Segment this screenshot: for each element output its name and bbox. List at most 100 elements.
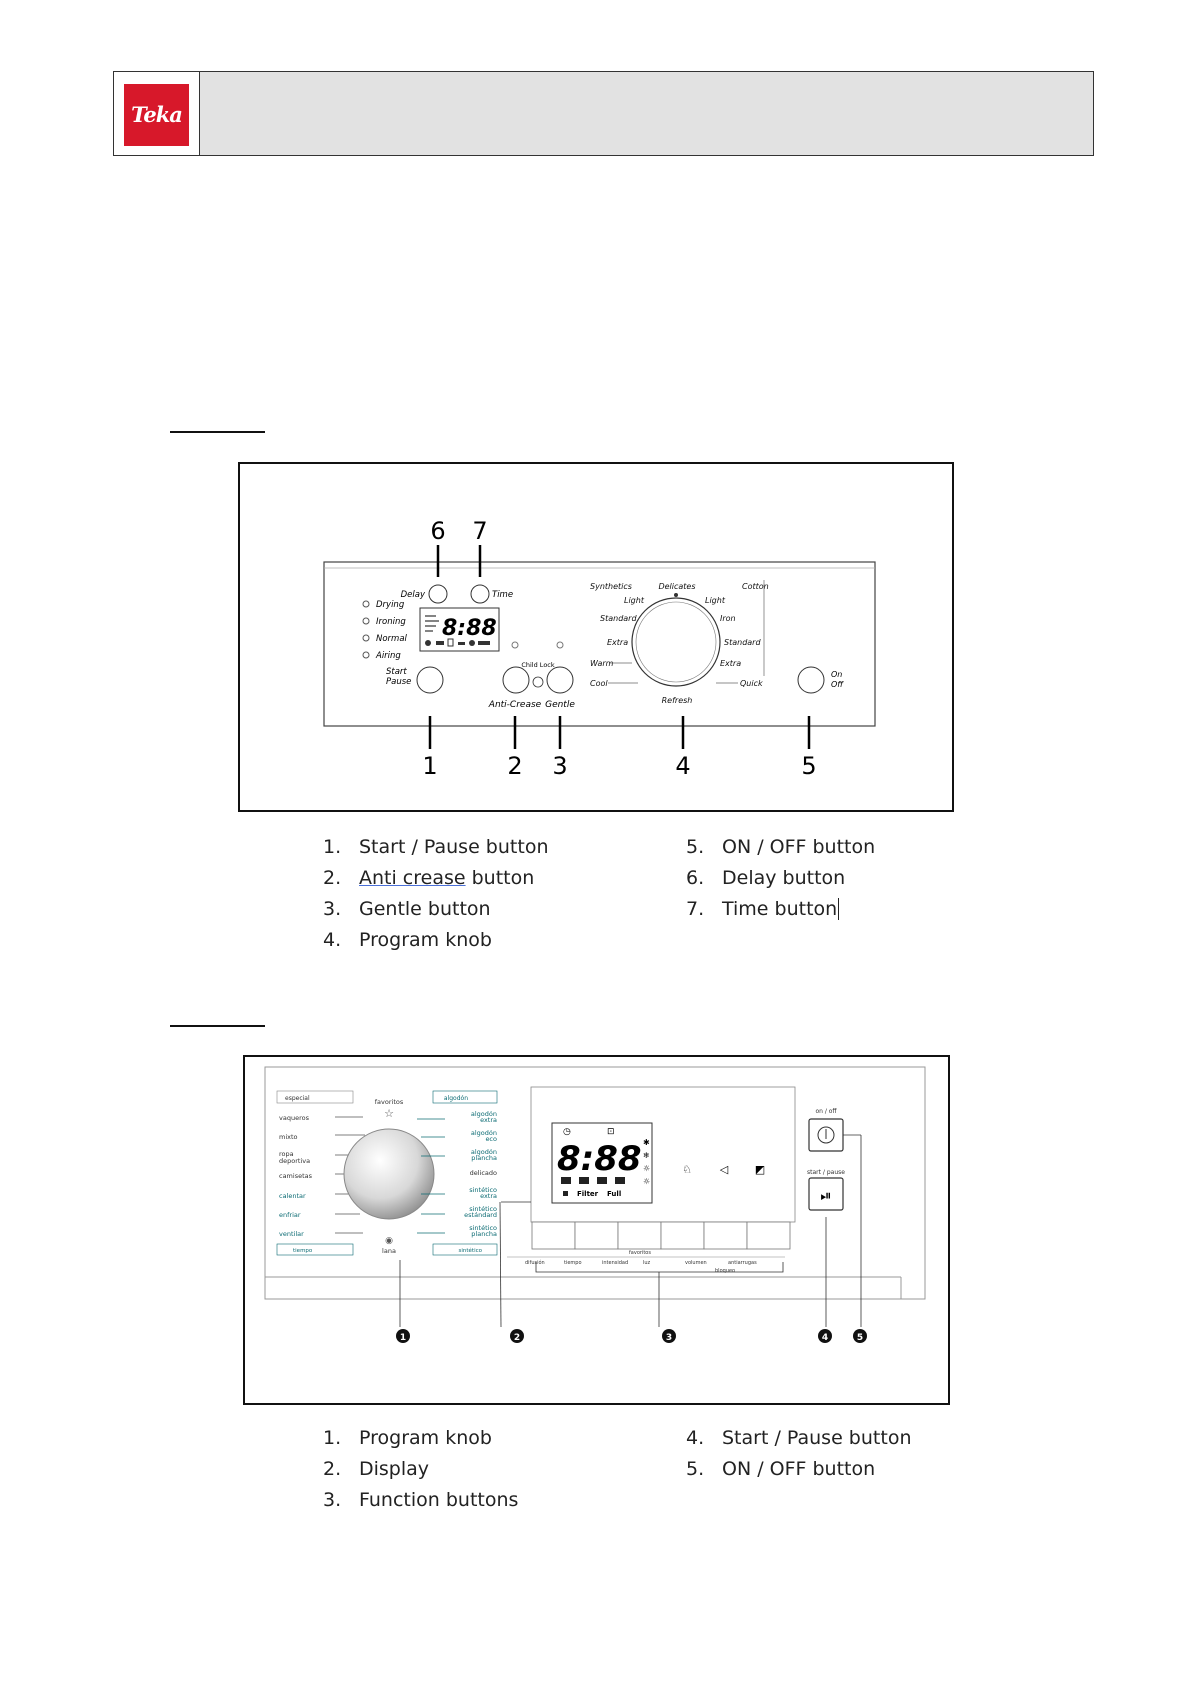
logo-text: Teka <box>131 102 183 127</box>
on-off-label: on / off <box>815 1108 837 1115</box>
callout-5: 5 <box>801 752 816 780</box>
callout-2: 2 <box>507 752 522 780</box>
svg-text:✱: ✱ <box>643 1138 650 1147</box>
off-label: Off <box>831 680 844 689</box>
iron-icon: ◩ <box>755 1163 765 1176</box>
fn-luz: luz <box>643 1260 651 1266</box>
prog-algodon: algodón <box>444 1095 468 1102</box>
svg-text:plancha: plancha <box>471 1230 497 1238</box>
figure-1-legend: 1.Start / Pause button 2.Anti crease but… <box>323 836 923 956</box>
teka-logo: Teka <box>124 84 189 146</box>
legend-text: 6. <box>686 867 705 889</box>
on-off-button <box>797 666 825 694</box>
svg-text:Extra: Extra <box>720 659 741 668</box>
play-pause-icon: ⏯ <box>820 1188 831 1204</box>
svg-text:Synthetics: Synthetics <box>590 582 632 591</box>
svg-text:plancha: plancha <box>471 1154 497 1162</box>
svg-text:algodón: algodón <box>471 1110 497 1118</box>
fn-difusion: difusión <box>525 1259 545 1266</box>
indicator-airing: Airing <box>375 651 401 661</box>
child-lock-icon <box>532 676 544 688</box>
anti-crease-button <box>502 666 530 694</box>
indicator-normal: Normal <box>376 634 408 644</box>
legend-text: 2. <box>323 1458 342 1480</box>
volume-icon: ◁ <box>720 1163 729 1176</box>
legend-text: Start / Pause button <box>722 1427 912 1449</box>
program-knob <box>631 597 721 687</box>
logo-box: Teka <box>114 72 200 155</box>
prog-especial: especial <box>285 1095 310 1102</box>
callout-5: 5 <box>857 1333 863 1343</box>
pause-label: Pause <box>386 677 411 687</box>
svg-text:Light: Light <box>624 596 645 605</box>
bell-icon: ♘ <box>682 1163 692 1176</box>
lock-icon: ⊡ <box>607 1127 615 1137</box>
anti-crease-label: Anti-Crease <box>488 700 542 710</box>
svg-text:delicado: delicado <box>470 1169 497 1177</box>
delay-button <box>428 584 448 604</box>
star-icon: ☆ <box>384 1107 394 1120</box>
legend-text: 4. <box>323 929 342 951</box>
legend-text: 3. <box>323 898 342 920</box>
fn-bloqueo: bloqueo <box>715 1268 735 1274</box>
svg-text:extra: extra <box>480 1116 497 1124</box>
function-buttons <box>531 1221 791 1250</box>
svg-text:☼: ☼ <box>643 1177 650 1186</box>
figure-2-control-panel: especial vaqueros mixto ropa deportiva c… <box>243 1055 950 1405</box>
callout-6: 6 <box>430 517 445 545</box>
prog-ropa: ropa <box>279 1150 294 1158</box>
svg-text:extra: extra <box>480 1192 497 1200</box>
legend-text: button <box>465 867 535 889</box>
legend-text: Start / Pause button <box>359 836 549 858</box>
svg-text:❄: ❄ <box>643 1151 650 1160</box>
indicator-drying: Drying <box>376 600 405 610</box>
clock-icon: ◷ <box>563 1127 571 1137</box>
svg-text:☼: ☼ <box>643 1164 650 1173</box>
fn-volumen: volumen <box>685 1260 707 1266</box>
legend-text: 5. <box>686 1458 705 1480</box>
page-header: Teka <box>113 71 1094 156</box>
callout-4: 4 <box>675 752 690 780</box>
display-digits: 8:88 <box>557 1139 642 1179</box>
panel-body <box>323 561 876 727</box>
legend-text: ON / OFF button <box>722 836 876 858</box>
legend-text: Anti crease <box>359 867 466 889</box>
svg-text:algodón: algodón <box>471 1148 497 1156</box>
time-button <box>470 584 490 604</box>
favorites-label: favoritos <box>375 1098 404 1106</box>
legend-text: 5. <box>686 836 705 858</box>
favoritos-small: favoritos <box>629 1250 651 1256</box>
display-icons <box>425 638 490 647</box>
legend-text: Function buttons <box>359 1489 519 1511</box>
legend-text: Time button <box>722 898 840 920</box>
svg-text:Standard: Standard <box>724 638 761 647</box>
svg-text:Iron: Iron <box>720 614 736 623</box>
delay-label: Delay <box>401 590 426 600</box>
start-label: Start <box>386 667 407 677</box>
svg-text:Cool: Cool <box>590 679 608 688</box>
legend-text: Gentle button <box>359 898 491 920</box>
legend-text: 1. <box>323 1427 342 1449</box>
program-knob <box>343 1128 435 1220</box>
legend-text: Delay button <box>722 867 846 889</box>
svg-text:Refresh: Refresh <box>662 696 693 705</box>
on-label: On <box>831 670 842 679</box>
filter-label: Filter <box>577 1190 599 1198</box>
callout-3: 3 <box>666 1333 672 1343</box>
legend-text: Program knob <box>359 929 492 951</box>
prog-ventilar: ventilar <box>279 1230 304 1238</box>
full-label: Full <box>607 1190 621 1198</box>
svg-text:sintético: sintético <box>469 1186 497 1194</box>
lana-label: lana <box>382 1247 396 1255</box>
lcd-display <box>551 1122 653 1204</box>
time-label: Time <box>492 590 513 600</box>
callout-3: 3 <box>552 752 567 780</box>
fn-intensidad: intensidad <box>602 1260 628 1266</box>
legend-text: Program knob <box>359 1427 492 1449</box>
callout-1: 1 <box>400 1333 406 1343</box>
gentle-button <box>546 666 574 694</box>
prog-camisetas: camisetas <box>279 1172 313 1180</box>
legend-text: 1. <box>323 836 342 858</box>
indicator-ironing: Ironing <box>376 617 406 627</box>
display-level-bars <box>425 615 439 632</box>
